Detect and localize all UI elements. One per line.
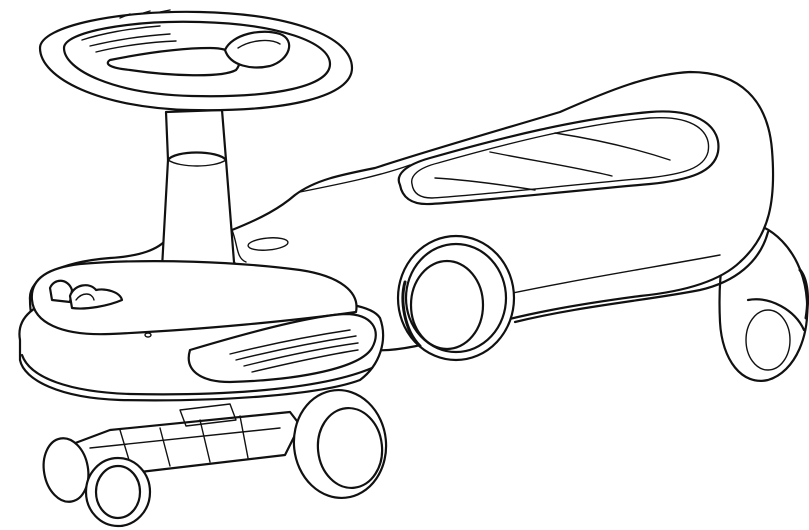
steering-column — [160, 108, 247, 284]
steering-wheel — [38, 9, 354, 112]
front-caster-wheel-left — [42, 437, 152, 528]
front-caster-wheel-right — [292, 388, 388, 500]
headlight-right — [68, 284, 124, 310]
seat — [397, 110, 720, 206]
footrest — [187, 312, 377, 384]
rear-wheel-left — [396, 234, 516, 362]
headlight-left — [48, 279, 74, 304]
